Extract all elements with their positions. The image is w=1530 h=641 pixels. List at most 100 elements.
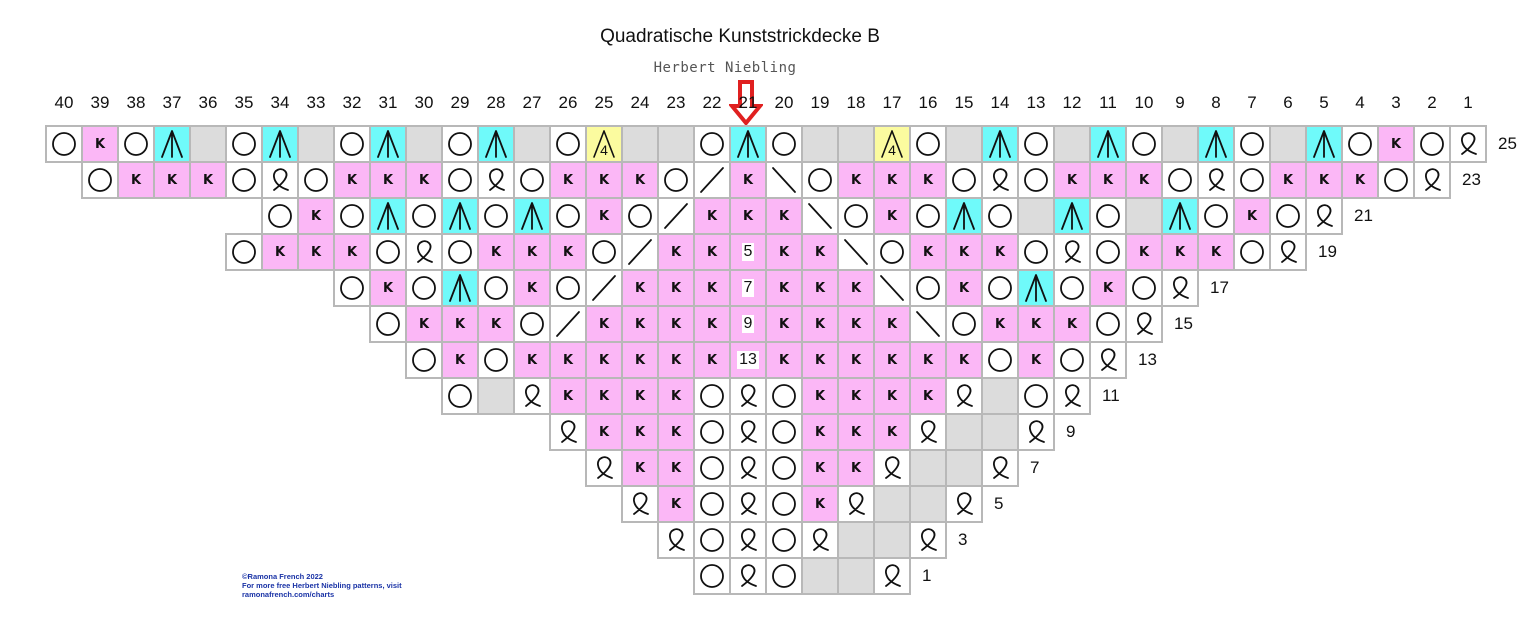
yarn-over-icon [700,132,724,156]
no-stitch-cell [1161,125,1199,163]
triple-decrease-icon [1313,130,1335,158]
no-stitch-cell [657,125,695,163]
knit-k-label: K [670,424,682,440]
knit-k-cell: K [477,305,515,343]
knit-k-cell: K [549,161,587,199]
twisted-knit-cell [729,557,767,595]
yarn-over-cell [441,125,479,163]
yarn-over-cell [873,233,911,271]
knit-k-cell: K [801,485,839,523]
knit-k-label: K [706,280,718,296]
knit-k-cell: K [621,341,659,379]
yarn-over-icon [448,132,472,156]
yarn-over-cell [1017,377,1055,415]
yarn-over-icon [700,384,724,408]
knit-k-label: K [814,280,826,296]
row-number: 21 [1354,206,1373,225]
knit-k-label: K [418,172,430,188]
knit-k-cell: K [693,341,731,379]
knit-k-cell: K [801,377,839,415]
knit-k-cell: K [1053,305,1091,343]
knit-k-label: K [670,496,682,512]
center-stitch-arrow-icon [729,80,763,126]
k2tog-cell [621,233,659,271]
twisted-knit-cell [729,485,767,523]
triple-decrease-icon [1205,130,1227,158]
knit-k-cell: K [585,161,623,199]
knit-k-cell: K [801,233,839,271]
knit-k-label: K [706,244,718,260]
yarn-over-icon [268,204,292,228]
knit-k-cell: K [909,377,947,415]
knit-k-cell: K [657,269,695,307]
knit-k-label: K [454,352,466,368]
column-number: 38 [126,93,146,112]
yarn-over-cell [1269,197,1307,235]
yarn-over-cell [333,197,371,235]
knit-count-cell: 7 [729,269,767,307]
twisted-knit-icon [741,384,757,407]
twisted-knit-cell [261,161,299,199]
yarn-over-icon [556,132,580,156]
twisted-knit-cell [657,521,695,559]
knit-k-cell: K [657,377,695,415]
twisted-knit-icon [597,456,613,479]
knit-k-label: K [742,172,754,188]
knit-k-label: K [526,352,538,368]
yarn-over-cell [1053,269,1091,307]
yarn-over-icon [1240,240,1264,264]
ssk-cell [765,161,803,199]
knit-k-label: K [1102,172,1114,188]
yarn-over-icon [772,420,796,444]
column-number: 18 [846,93,866,112]
yarn-over-cell [981,269,1019,307]
knit-k-label: K [310,208,322,224]
row-number: 25 [1498,134,1517,153]
knit-k-cell: K [261,233,299,271]
yarn-over-icon [664,168,688,192]
no-stitch-cell [1125,197,1163,235]
no-stitch-cell [981,377,1019,415]
knit-k-label: K [886,352,898,368]
twisted-knit-cell [1449,125,1487,163]
knit-k-label: K [1354,172,1366,188]
yarn-over-icon [376,240,400,264]
triple-decrease-icon [269,130,291,158]
decrease-3-cell [441,197,479,235]
twisted-knit-icon [489,168,505,191]
no-stitch-cell [837,125,875,163]
yarn-over-cell [909,125,947,163]
column-number: 12 [1062,93,1082,112]
k2tog-cell [549,305,587,343]
knit-k-label: K [670,388,682,404]
yarn-over-icon [124,132,148,156]
yarn-over-icon [1096,204,1120,228]
twisted-knit-cell [729,521,767,559]
decrease-3-cell [981,125,1019,163]
twisted-knit-cell [729,377,767,415]
yarn-over-icon [484,348,508,372]
right-slant-decrease-icon [700,167,724,193]
yarn-over-icon [1024,384,1048,408]
yarn-over-cell [765,413,803,451]
twisted-knit-icon [741,528,757,551]
knit-k-cell: K [1089,161,1127,199]
twisted-knit-icon [525,384,541,407]
yarn-over-cell [837,197,875,235]
knit-k-cell: K [765,197,803,235]
yarn-over-cell [765,377,803,415]
copyright-line: For more free Herbert Niebling patterns,… [242,581,402,590]
copyright-link[interactable]: ramonafrench.com/charts [242,590,335,599]
yarn-over-cell [45,125,83,163]
yarn-over-cell [1017,233,1055,271]
triple-decrease-icon [989,130,1011,158]
knit-k-cell: K [585,413,623,451]
yarn-over-icon [1096,240,1120,264]
triple-decrease-icon [521,202,543,230]
knit-k-label: K [526,280,538,296]
yarn-over-cell [225,125,263,163]
decrease-3-cell [945,197,983,235]
knit-k-label: K [814,352,826,368]
twisted-knit-cell [801,521,839,559]
decrease-3-cell [1053,197,1091,235]
